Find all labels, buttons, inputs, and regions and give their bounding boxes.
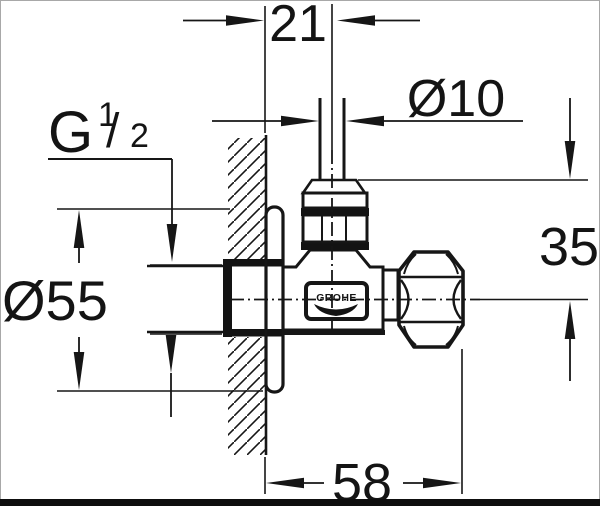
hex-corner-arc-br — [445, 325, 459, 346]
socket-face — [223, 259, 232, 337]
arrow-up-icon — [564, 301, 576, 339]
compression-fitting-stack — [300, 98, 369, 250]
dim-height-label: 35 — [539, 217, 599, 277]
hex-corner-arc-bl — [403, 325, 417, 346]
thread-numerator-label: 1 — [98, 96, 117, 134]
brand-logo-text: GROHE — [316, 292, 357, 304]
arrow-left-icon — [266, 477, 304, 489]
arrow-down-icon — [564, 141, 576, 179]
lower-ring — [301, 242, 369, 250]
arrow-down-icon — [166, 224, 178, 262]
brand-laurel-icon — [314, 304, 358, 316]
thread-prefix-label: G — [48, 100, 93, 165]
arrow-up-icon — [73, 210, 85, 248]
dimension-height: 35 — [358, 98, 599, 381]
arrow-up-icon — [165, 335, 177, 373]
thread-denominator-label: 2 — [130, 117, 149, 155]
arrow-down-icon — [73, 352, 85, 390]
wall-hatching-upper — [228, 138, 266, 259]
centerlines — [230, 4, 588, 330]
brand-plate-frame — [304, 281, 369, 321]
hex-nut-outline — [397, 250, 465, 349]
arrow-left-icon — [346, 115, 384, 127]
arrow-left-icon — [337, 15, 375, 26]
hex-corner-arc-tr — [445, 253, 459, 275]
dimension-depth: 58 — [264, 349, 463, 506]
socket-bottom-bar — [223, 329, 282, 337]
dim-top-width-label: 21 — [269, 0, 327, 53]
escutcheon-flange — [264, 205, 285, 394]
arrow-right-icon — [423, 477, 461, 489]
dimension-pipe-diameter: Ø10 — [212, 70, 523, 128]
wall-hatching-lower — [228, 337, 266, 455]
dimension-thread-size: G 1 / 2 — [48, 96, 222, 417]
dim-pipe-diameter-label: Ø10 — [407, 70, 505, 128]
dim-depth-label: 58 — [332, 453, 392, 506]
flare-cone — [300, 178, 368, 195]
socket-top-bar — [223, 259, 282, 267]
thread-slash-label: / — [106, 105, 120, 158]
dimension-top-width: 21 — [183, 0, 420, 133]
scan-bottom-edge — [0, 499, 600, 506]
dim-flange-diameter-label: Ø55 — [2, 269, 108, 332]
brand-plate: GROHE — [304, 281, 369, 321]
upper-ring — [301, 208, 369, 216]
arrow-right-icon — [226, 15, 264, 26]
inlet-connection — [147, 259, 282, 337]
arrow-right-icon — [281, 115, 319, 127]
hex-corner-arc-tl — [403, 253, 417, 275]
dimension-flange-diameter: Ø55 — [2, 208, 263, 392]
wall-section — [228, 135, 268, 455]
valve-body-group — [281, 248, 385, 335]
